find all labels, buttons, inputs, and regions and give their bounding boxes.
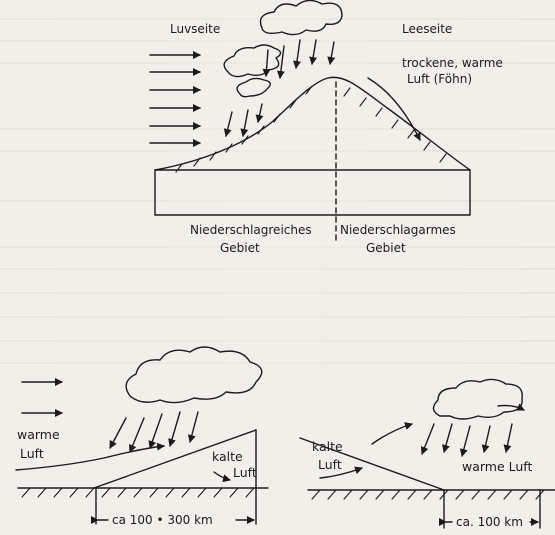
foehn-diagram — [149, 0, 471, 243]
hatch-marks — [21, 487, 255, 498]
rain-arrows — [420, 423, 513, 457]
cloud-icon — [236, 77, 271, 98]
cloud-icon — [223, 44, 282, 78]
cold-air-label-2: Luft — [318, 457, 342, 472]
foehn-label-line1: trockene, warme — [402, 56, 503, 70]
warm-air-arrow — [15, 442, 165, 471]
wind-arrow — [497, 403, 525, 411]
warm-front-diagram — [15, 346, 269, 525]
cold-front-surface — [299, 437, 445, 491]
wind-arrows-left — [149, 51, 201, 147]
cloud-icon — [125, 346, 263, 404]
warm-air-label-2: Luft — [20, 446, 44, 461]
hatch-marks — [311, 489, 545, 500]
mountain-profile — [154, 76, 471, 171]
rainy-area-label: Niederschlagreiches — [190, 223, 312, 237]
cloud-icon — [259, 0, 343, 36]
warm-air-label: warme Luft — [462, 459, 533, 474]
cold-air-label: kalte — [212, 449, 243, 464]
warm-air-arrow — [371, 422, 413, 445]
cold-air-label: kalte — [312, 439, 343, 454]
cold-front-diagram — [299, 378, 555, 529]
distance-label: ca. 100 km — [456, 515, 523, 529]
rainy-area-label-2: Gebiet — [220, 241, 260, 255]
dry-area-label-2: Gebiet — [366, 241, 406, 255]
dry-area-label: Niederschlagarmes — [340, 223, 456, 237]
cloud-icon — [432, 378, 523, 420]
cold-air-label-2: Luft — [233, 465, 257, 480]
rain-arrows — [109, 411, 199, 453]
cold-air-arrow — [213, 471, 231, 483]
distance-label: ca 100 • 300 km — [112, 513, 213, 527]
cold-air-arrow — [319, 466, 363, 479]
luv-label: Luvseite — [170, 22, 221, 36]
lee-label: Leeseite — [402, 22, 453, 36]
hatch-marks — [175, 85, 447, 173]
foehn-wind-arrow — [367, 77, 421, 141]
warm-air-label: warme — [17, 427, 60, 442]
warm-front-surface — [93, 429, 257, 489]
wind-arrows-left — [21, 378, 63, 417]
foehn-label-line2: Luft (Föhn) — [407, 72, 473, 86]
rain-arrows — [223, 39, 336, 137]
